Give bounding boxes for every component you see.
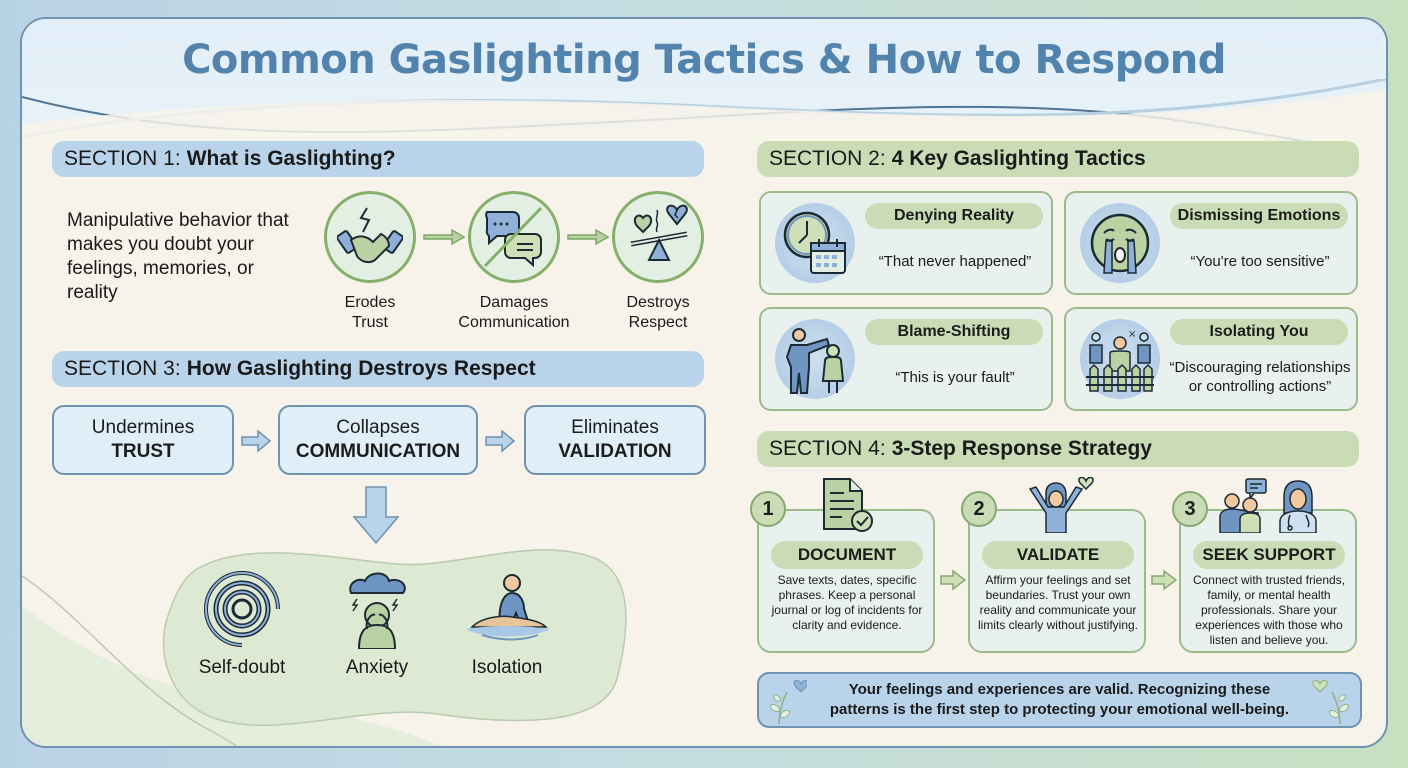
support-people-doctor-icon (1219, 478, 1317, 533)
step-card-validate: VALIDATE Affirm your feelings and set be… (968, 509, 1146, 653)
section1-header: SECTION 1: What is Gaslighting? (52, 141, 704, 177)
step-number-badge: 1 (750, 491, 786, 527)
tactic-quote: “You're too sensitive” (1190, 252, 1330, 270)
tactic-name: Blame-Shifting (865, 319, 1043, 345)
effect-anxiety: Anxiety (317, 569, 437, 679)
arrow-right-icon (567, 228, 610, 246)
step-name: SEEK SUPPORT (1193, 541, 1345, 569)
document-check-icon (823, 478, 873, 532)
validation-message-banner: Your feelings and experiences are valid.… (757, 672, 1362, 728)
effect-label: Isolation (471, 657, 543, 678)
step-name: VALIDATE (982, 541, 1134, 569)
arrow-right-icon (423, 228, 466, 246)
section3-heading: How Gaslighting Destroys Respect (186, 357, 536, 380)
step-description: Save texts, dates, specific phrases. Kee… (771, 573, 923, 632)
fenced-person-icon: × (1080, 319, 1160, 399)
storm-cloud-person-icon (349, 572, 406, 649)
section2-prefix: SECTION 2: (769, 147, 886, 170)
tactic-quote: “Discouraging relationships or controlli… (1169, 359, 1351, 395)
step-card-seek-support: SEEK SUPPORT Connect with trusted friend… (1179, 509, 1357, 653)
section2-header: SECTION 2: 4 Key Gaslighting Tactics (757, 141, 1359, 177)
section4-heading: 3-Step Response Strategy (891, 437, 1152, 460)
section4-prefix: SECTION 4: (769, 437, 886, 460)
background-swoosh-decoration (22, 575, 442, 746)
tactic-card-dismissing-emotions: Dismissing Emotions “You're too sensitiv… (1064, 191, 1358, 295)
crying-face-icon (1080, 203, 1160, 283)
raised-arms-heart-icon (1028, 477, 1094, 533)
infographic-frame: Common Gaslighting Tactics & How to Resp… (20, 17, 1388, 748)
step-description: Connect with trusted friends, family, or… (1192, 573, 1346, 647)
heart-leaf-icon (1312, 680, 1350, 724)
tactic-quote: “This is your fault” (895, 368, 1015, 386)
effect-isolation: Isolation (447, 569, 567, 679)
arrow-right-icon (241, 429, 272, 453)
arrow-right-icon (485, 429, 516, 453)
header-wave-decoration (22, 79, 1386, 149)
unbalanced-hearts-scale-icon (612, 191, 704, 283)
step-card-document: DOCUMENT Save texts, dates, specific phr… (757, 509, 935, 653)
heart-leaf-icon (769, 680, 807, 724)
step-description: Affirm your feelings and set beundaries.… (977, 573, 1139, 632)
svg-text:×: × (1128, 329, 1136, 340)
effect-label: Anxiety (345, 657, 409, 678)
tactic-card-denying-reality: Denying Reality “That never happened” (759, 191, 1053, 295)
section3-prefix: SECTION 3: (64, 357, 181, 380)
tactic-card-blame-shifting: Blame-Shifting “This is your fault” (759, 307, 1053, 411)
arrow-right-icon (1151, 569, 1178, 591)
tactic-name: Isolating You (1170, 319, 1348, 345)
island-person-icon (466, 574, 550, 641)
spiral-icon (204, 571, 280, 647)
section2-heading: 4 Key Gaslighting Tactics (891, 147, 1146, 170)
tactic-name: Denying Reality (865, 203, 1043, 229)
tactic-quote: “That never happened” (878, 252, 1032, 270)
step-number-badge: 3 (1172, 491, 1208, 527)
section1-prefix: SECTION 1: (64, 147, 181, 170)
section1-heading: What is Gaslighting? (186, 147, 396, 170)
clock-calendar-icon (775, 203, 855, 283)
blocked-chat-icon (468, 191, 560, 283)
arrow-right-icon (940, 569, 967, 591)
gaslighting-definition: Manipulative behavior that makes you dou… (67, 210, 289, 303)
pointing-blame-icon (775, 319, 855, 399)
step-name: DOCUMENT (771, 541, 923, 569)
effect-label: Self-doubt (198, 657, 286, 678)
arrow-down-icon (352, 486, 400, 545)
broken-handshake-icon (324, 191, 416, 283)
tactic-card-isolating-you: × Isolating You “Discouraging relationsh… (1064, 307, 1358, 411)
validation-message: Your feelings and experiences are valid.… (829, 681, 1290, 718)
tactic-name: Dismissing Emotions (1170, 203, 1348, 229)
section4-header: SECTION 4: 3-Step Response Strategy (757, 431, 1359, 467)
page-title: Common Gaslighting Tactics & How to Resp… (182, 37, 1226, 83)
step-number-badge: 2 (961, 491, 997, 527)
effect-self-doubt: Self-doubt (182, 569, 302, 679)
section3-header: SECTION 3: How Gaslighting Destroys Resp… (52, 351, 704, 387)
